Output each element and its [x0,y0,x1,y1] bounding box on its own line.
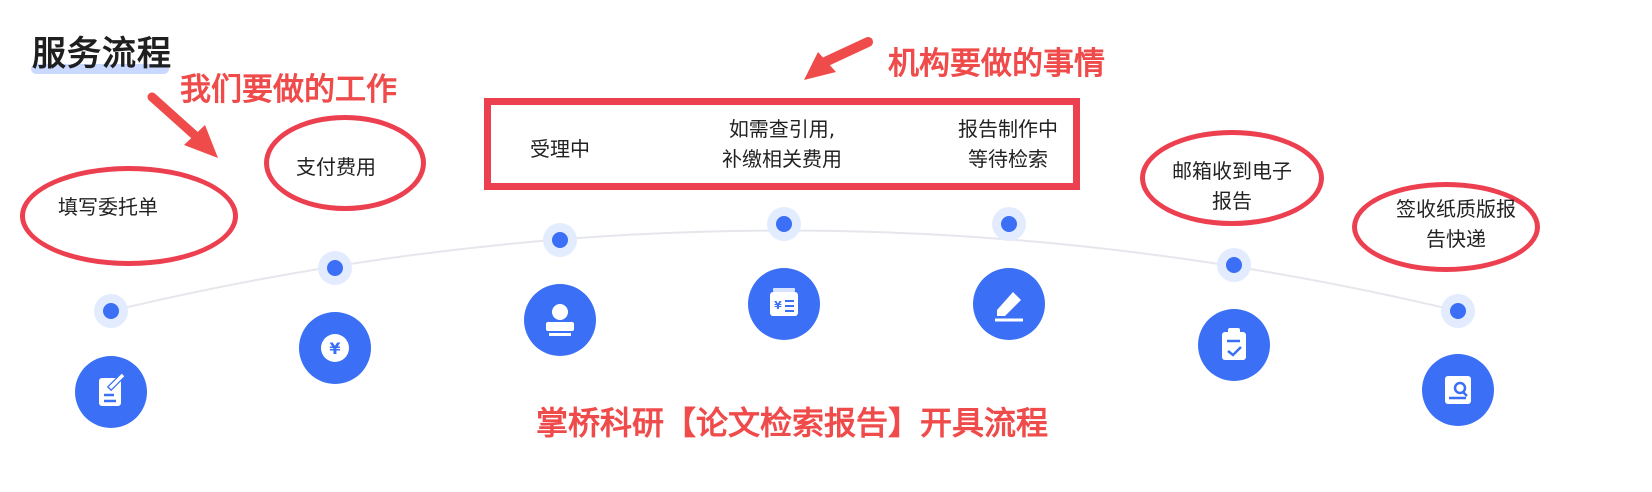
timeline-dot-2 [318,251,352,285]
our-work-annotation: 我们要做的工作 [180,72,397,108]
agency-steps-highlight-box [484,98,1080,190]
arrow-to-agency-work [804,37,873,80]
report-search-icon [1422,354,1494,426]
timeline-dot-5 [992,207,1026,241]
arrow-to-our-work [147,92,218,158]
step-6-label: 邮箱收到电子 报告 [1172,159,1292,213]
yen-document-icon: ¥ [748,268,820,340]
step-5-label: 报告制作中 等待检索 [958,117,1058,171]
diagram-caption: 掌桥科研【论文检索报告】开具流程 [536,404,1049,442]
step-2-label: 支付费用 [296,155,376,179]
stamp-icon [524,284,596,356]
step-1-highlight-oval [20,166,238,266]
pen-eraser-icon [973,268,1045,340]
step-6-highlight-oval [1140,130,1324,226]
step-7-label: 签收纸质版报 告快递 [1396,197,1516,251]
step-2-highlight-oval [264,115,426,211]
timeline-dot-7 [1441,294,1475,328]
clipboard-check-icon [1198,309,1270,381]
edit-form-icon [75,356,147,428]
step-7-highlight-oval [1352,182,1540,272]
timeline-dot-4 [767,207,801,241]
step-1-label: 填写委托单 [58,195,158,219]
svg-text:¥: ¥ [329,339,340,358]
timeline-dot-3 [543,223,577,257]
yen-icon: ¥ [299,312,371,384]
timeline-dot-1 [94,294,128,328]
page-title: 服务流程 [32,34,172,74]
svg-text:¥: ¥ [774,299,782,312]
agency-work-annotation: 机构要做的事情 [888,46,1105,82]
timeline-dot-6 [1217,248,1251,282]
step-4-label: 如需查引用, 补缴相关费用 [722,117,842,171]
step-3-label: 受理中 [530,137,590,161]
